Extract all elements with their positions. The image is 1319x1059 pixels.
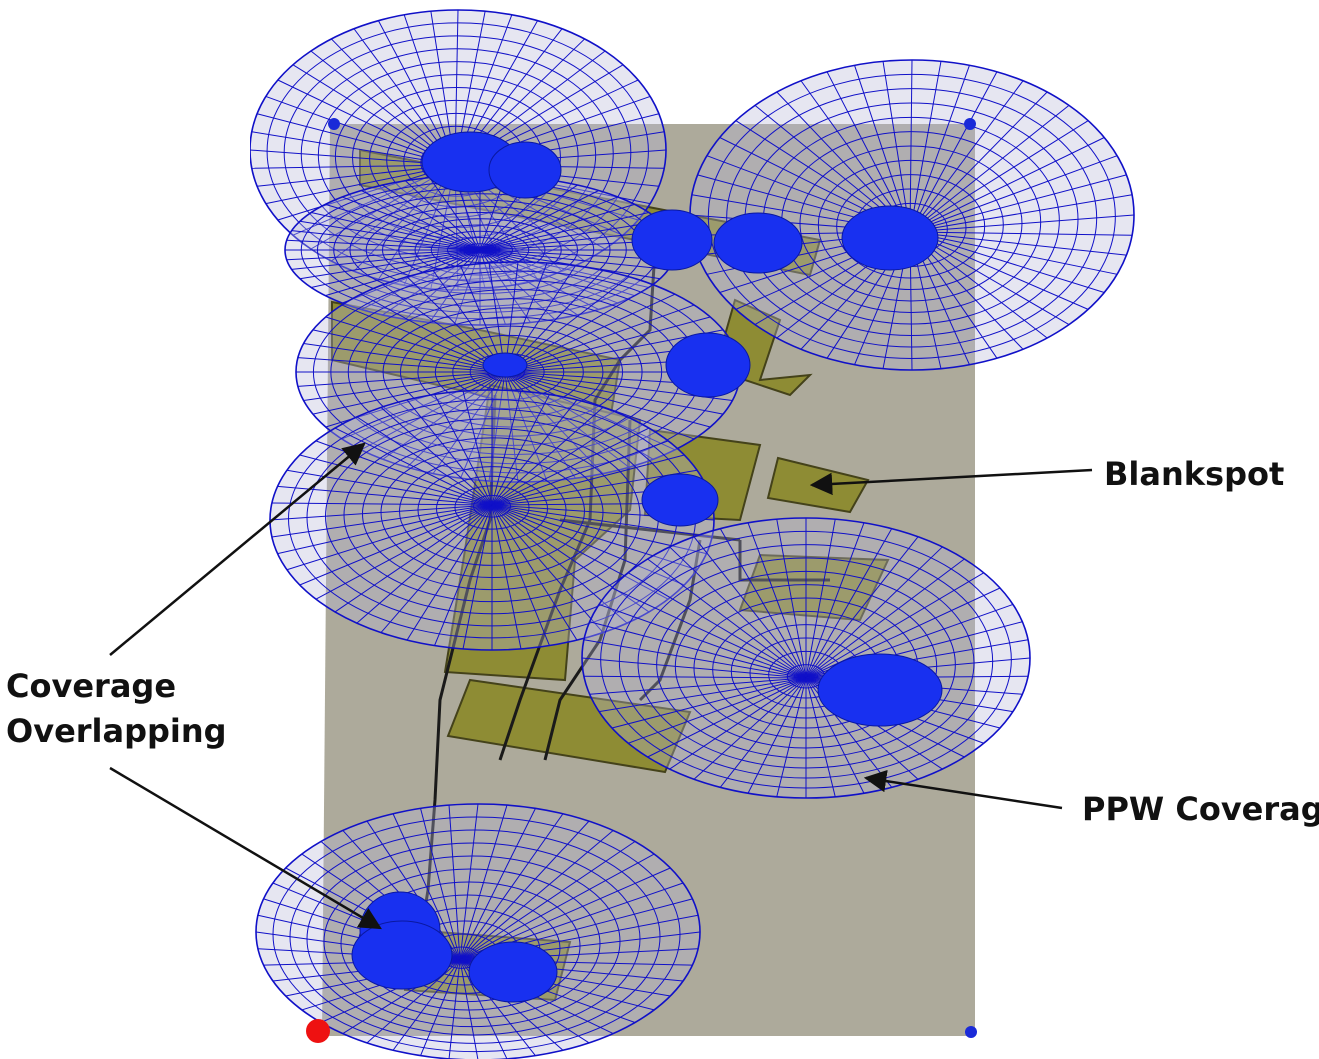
- access-points: [351, 131, 943, 1003]
- corner-marker-bottom-right: [965, 1026, 977, 1038]
- blankspot-arrow: [809, 468, 1093, 496]
- ppw-coverage-label: PPW Coverage: [1082, 790, 1319, 828]
- access-point-blob: [665, 332, 751, 398]
- access-point-blob: [482, 352, 528, 378]
- access-point-blob: [468, 941, 558, 1003]
- access-point-blob: [713, 212, 803, 274]
- access-point-blob: [488, 141, 562, 199]
- origin-marker: [306, 1019, 330, 1043]
- overlap-arrow-lower: [109, 766, 382, 930]
- coverage-overlapping-label: Coverage Overlapping: [6, 664, 227, 755]
- overlap-arrow-upper: [109, 442, 366, 656]
- corner-marker-top-left: [328, 118, 340, 130]
- coverage-dome: [581, 517, 1031, 799]
- ppw-coverage-arrow: [863, 769, 1063, 810]
- coverage-dome: [255, 803, 701, 1059]
- access-point-blob: [841, 205, 939, 271]
- access-point-blob: [351, 920, 453, 990]
- coverage-overlapping-line2: Overlapping: [6, 712, 227, 751]
- access-point-blob: [631, 209, 713, 271]
- access-point-blob: [641, 473, 719, 527]
- access-point-blob: [817, 653, 943, 727]
- corner-marker-top-right: [964, 118, 976, 130]
- blankspot-label: Blankspot: [1104, 455, 1285, 493]
- coverage-overlapping-line1: Coverage: [6, 667, 177, 705]
- building-block-south: [446, 678, 692, 774]
